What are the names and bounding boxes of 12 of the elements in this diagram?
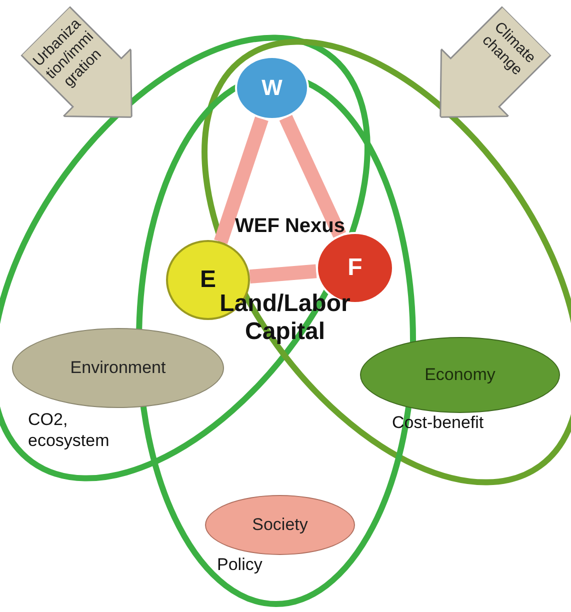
connector-line: [214, 116, 268, 244]
center-label: WEF Nexus: [234, 215, 346, 238]
node-label: E: [200, 266, 216, 294]
node-label: Environment: [70, 358, 166, 378]
connector-line: [279, 114, 346, 238]
node-label: W: [262, 75, 282, 101]
node-label: Society: [252, 515, 308, 535]
node-label: Economy: [424, 365, 496, 385]
caption-text: CO2, ecosystem: [28, 409, 110, 452]
connector-line: [249, 264, 317, 284]
node-label: F: [348, 254, 362, 282]
caption-text: Policy: [217, 554, 264, 576]
